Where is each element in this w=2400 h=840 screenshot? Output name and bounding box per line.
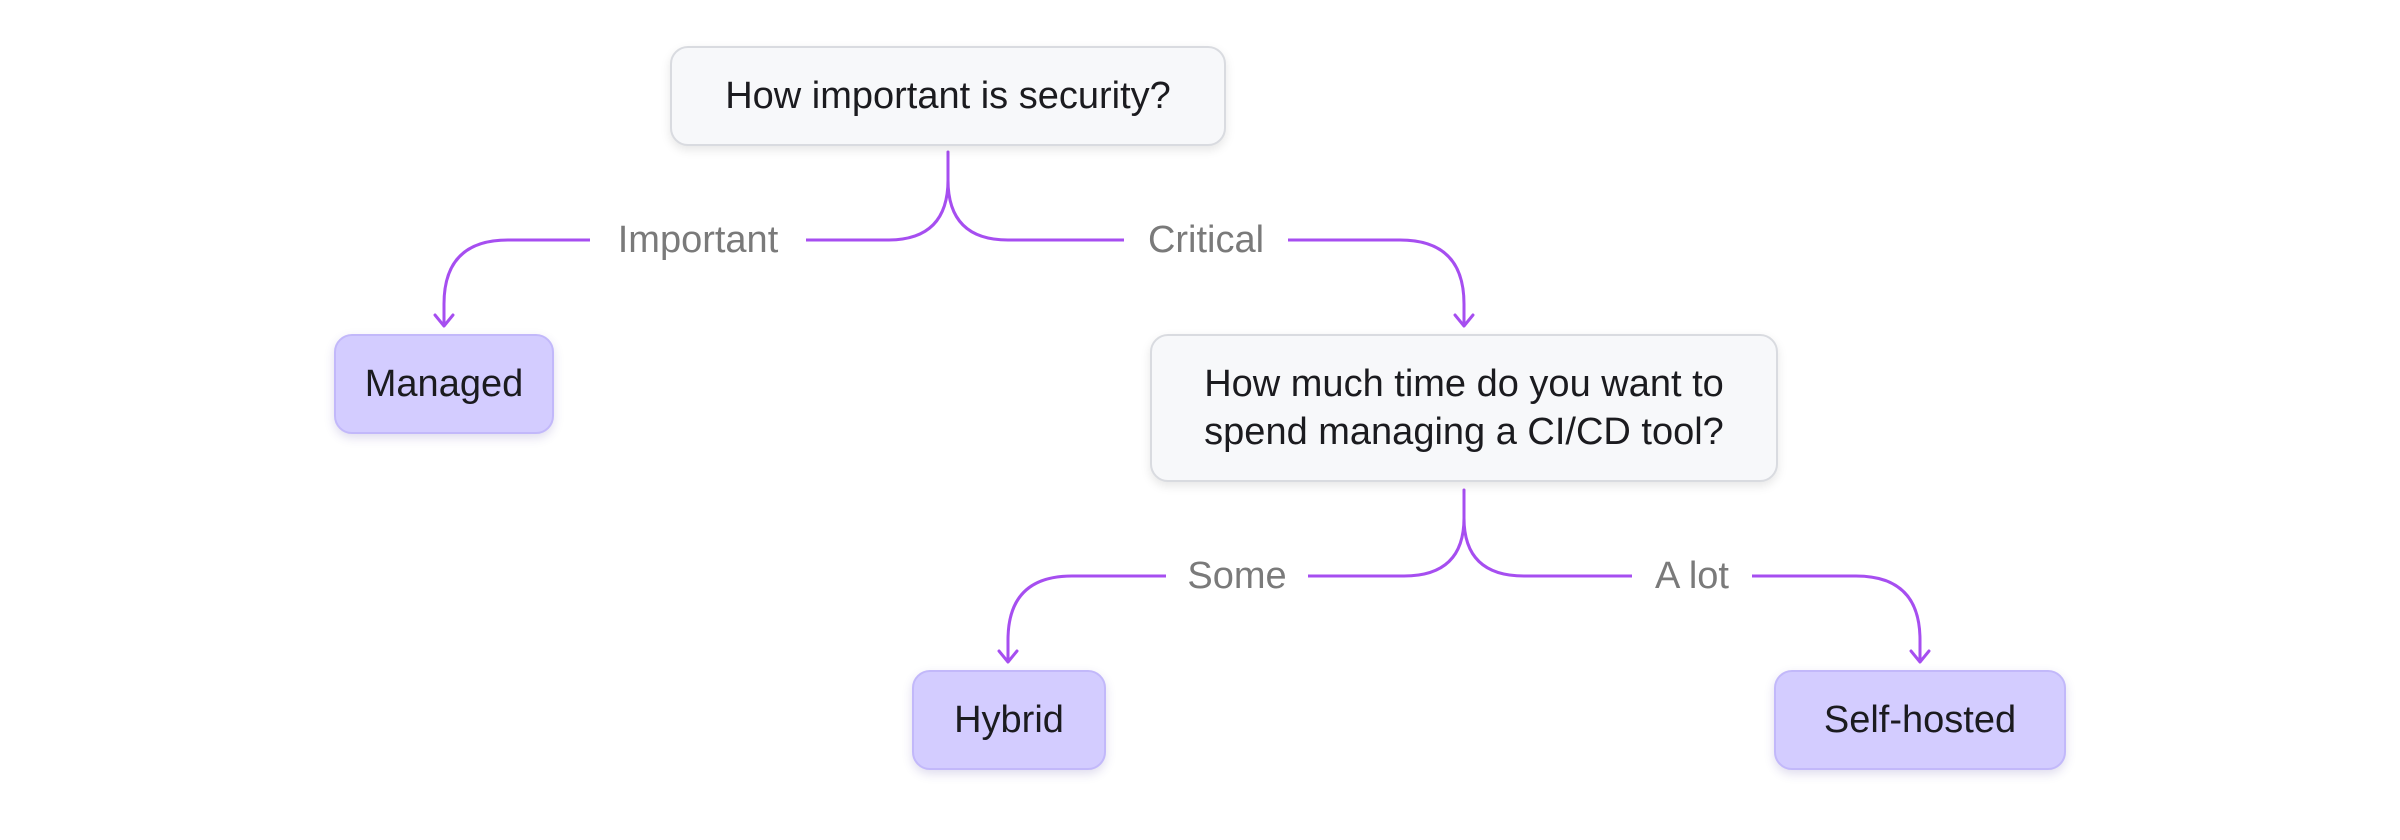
question-security-node: How important is security? [670,46,1226,146]
arrowhead-self-hosted [1909,649,1931,664]
edge-label-critical-text: Critical [1147,219,1265,261]
arrowhead-managed [433,313,455,328]
answer-managed-text: Managed [364,363,524,405]
edge-label-a-lot: A lot [1632,550,1752,602]
edge-label-some-text: Some [1187,555,1287,597]
arrowhead-question-time [1453,313,1475,328]
edge-label-important-text: Important [617,219,779,261]
answer-managed-node: Managed [334,334,554,434]
answer-hybrid-text: Hybrid [954,699,1064,741]
edge-label-important: Important [590,214,806,266]
answer-hybrid-node: Hybrid [912,670,1106,770]
question-time-text: How much time do you want to spend manag… [1204,363,1724,453]
edge-critical [946,178,1466,326]
answer-self-hosted-text: Self-hosted [1823,699,2017,741]
question-security-text: How important is security? [725,75,1171,117]
edge-label-a-lot-text: A lot [1655,555,1729,597]
arrowhead-hybrid [997,649,1019,664]
edge-label-critical: Critical [1124,214,1288,266]
question-time-node: How much time do you want to spend manag… [1150,334,1778,482]
answer-self-hosted-node: Self-hosted [1774,670,2066,770]
edge-a-lot [1462,516,1922,662]
edge-label-some: Some [1166,550,1308,602]
